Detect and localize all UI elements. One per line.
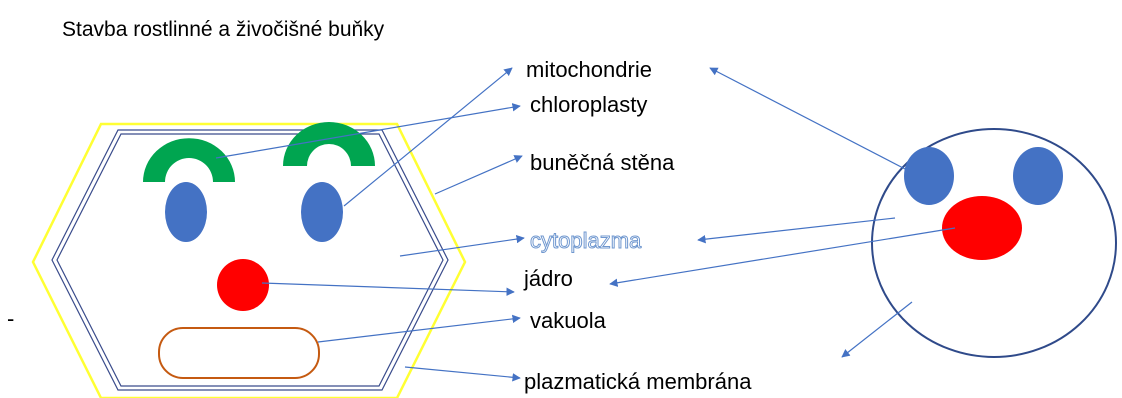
plant-cell-membrane-inner: [56, 133, 444, 387]
label-jadro: jádro: [523, 266, 573, 291]
label-cytoplazma: cytoplazma: [530, 228, 642, 253]
label-mitochondrie: mitochondrie: [526, 57, 652, 82]
arrow-plant-nucleus: [261, 282, 515, 296]
label-bunecna-stena: buněčná stěna: [530, 150, 675, 175]
diagram-title: Stavba rostlinné a živočišné buňky: [62, 18, 385, 41]
plant-nucleus: [217, 259, 269, 311]
animal-mitochondrion-right: [1013, 147, 1063, 205]
plant-cell: [31, 122, 467, 398]
plant-vacuole: [158, 327, 320, 379]
arrow-cell-wall: [434, 155, 523, 195]
chloroplast-left: [143, 138, 235, 182]
arrow-plant-membrane: [404, 366, 521, 382]
arrow-plant-cytoplasm: [399, 234, 525, 257]
arrow-animal-mitochondrion: [709, 67, 908, 171]
arrow-animal-cytoplasm: [697, 217, 896, 244]
arrow-animal-membrane: [841, 301, 913, 358]
plant-cell-wall: [31, 122, 467, 398]
plant-mitochondrion-left: [165, 182, 207, 242]
animal-mitochondrion-left: [904, 147, 954, 205]
arrow-plant-mitochondrion: [343, 67, 513, 207]
stray-dash: -: [7, 306, 14, 331]
chloroplast-right: [283, 122, 375, 166]
animal-cell-membrane: [871, 128, 1117, 358]
arrow-chloroplast: [215, 103, 521, 159]
arrow-vacuole: [317, 314, 521, 343]
label-vakuola: vakuola: [530, 308, 607, 333]
plant-mitochondrion-right: [301, 182, 343, 242]
animal-cell: [871, 128, 1117, 358]
label-plazmaticka-membrana: plazmatická membrána: [524, 369, 752, 394]
animal-nucleus: [942, 196, 1022, 260]
arrow-animal-nucleus: [609, 227, 956, 287]
label-chloroplasty: chloroplasty: [530, 92, 647, 117]
